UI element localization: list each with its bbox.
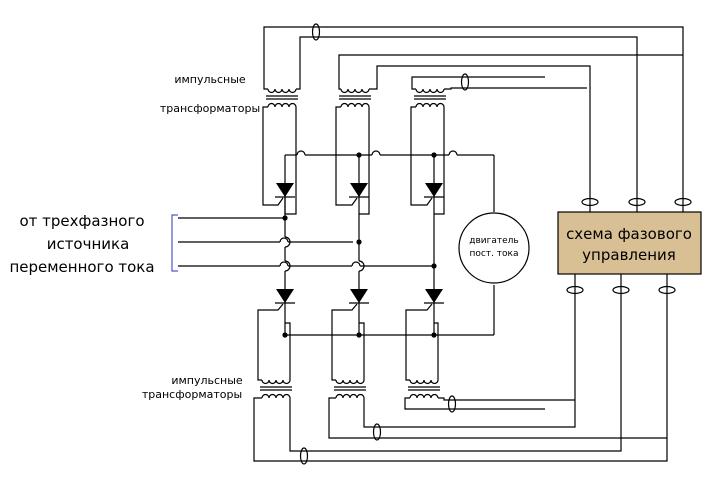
motor-label-line1: двигатель <box>469 236 518 246</box>
thyristors-lower <box>275 289 444 304</box>
gate-wiring-top <box>262 26 684 215</box>
motor-label-line2: пост. тока <box>469 249 518 259</box>
top-transformers-label-line2: трансформаторы <box>160 102 260 115</box>
source-label-line3: переменного тока <box>9 258 154 276</box>
cable-markers-top <box>311 23 692 207</box>
control-label-line2: управления <box>582 246 676 264</box>
cable-markers-bottom <box>299 285 676 465</box>
phase-control-block: схема фазового управления <box>557 211 702 275</box>
gate-wiring-bottom <box>253 288 668 462</box>
pulse-transformers-bottom <box>260 379 440 399</box>
control-label-line1: схема фазового <box>566 225 692 243</box>
bottom-transformers-label-line2: трансформаторы <box>142 388 242 401</box>
source-bracket <box>171 214 178 272</box>
pulse-transformers-top <box>266 88 446 108</box>
control-stubs <box>574 274 668 288</box>
top-transformers-label-line1: импульсные <box>174 73 246 86</box>
source-label-line1: от трехфазного <box>19 212 144 230</box>
junction-dots <box>282 152 437 338</box>
source-label-line2: источника <box>47 235 130 253</box>
bottom-transformers-label-line1: импульсные <box>171 374 243 387</box>
thyristors-upper <box>275 183 444 198</box>
dc-motor: двигатель пост. тока <box>458 212 530 284</box>
